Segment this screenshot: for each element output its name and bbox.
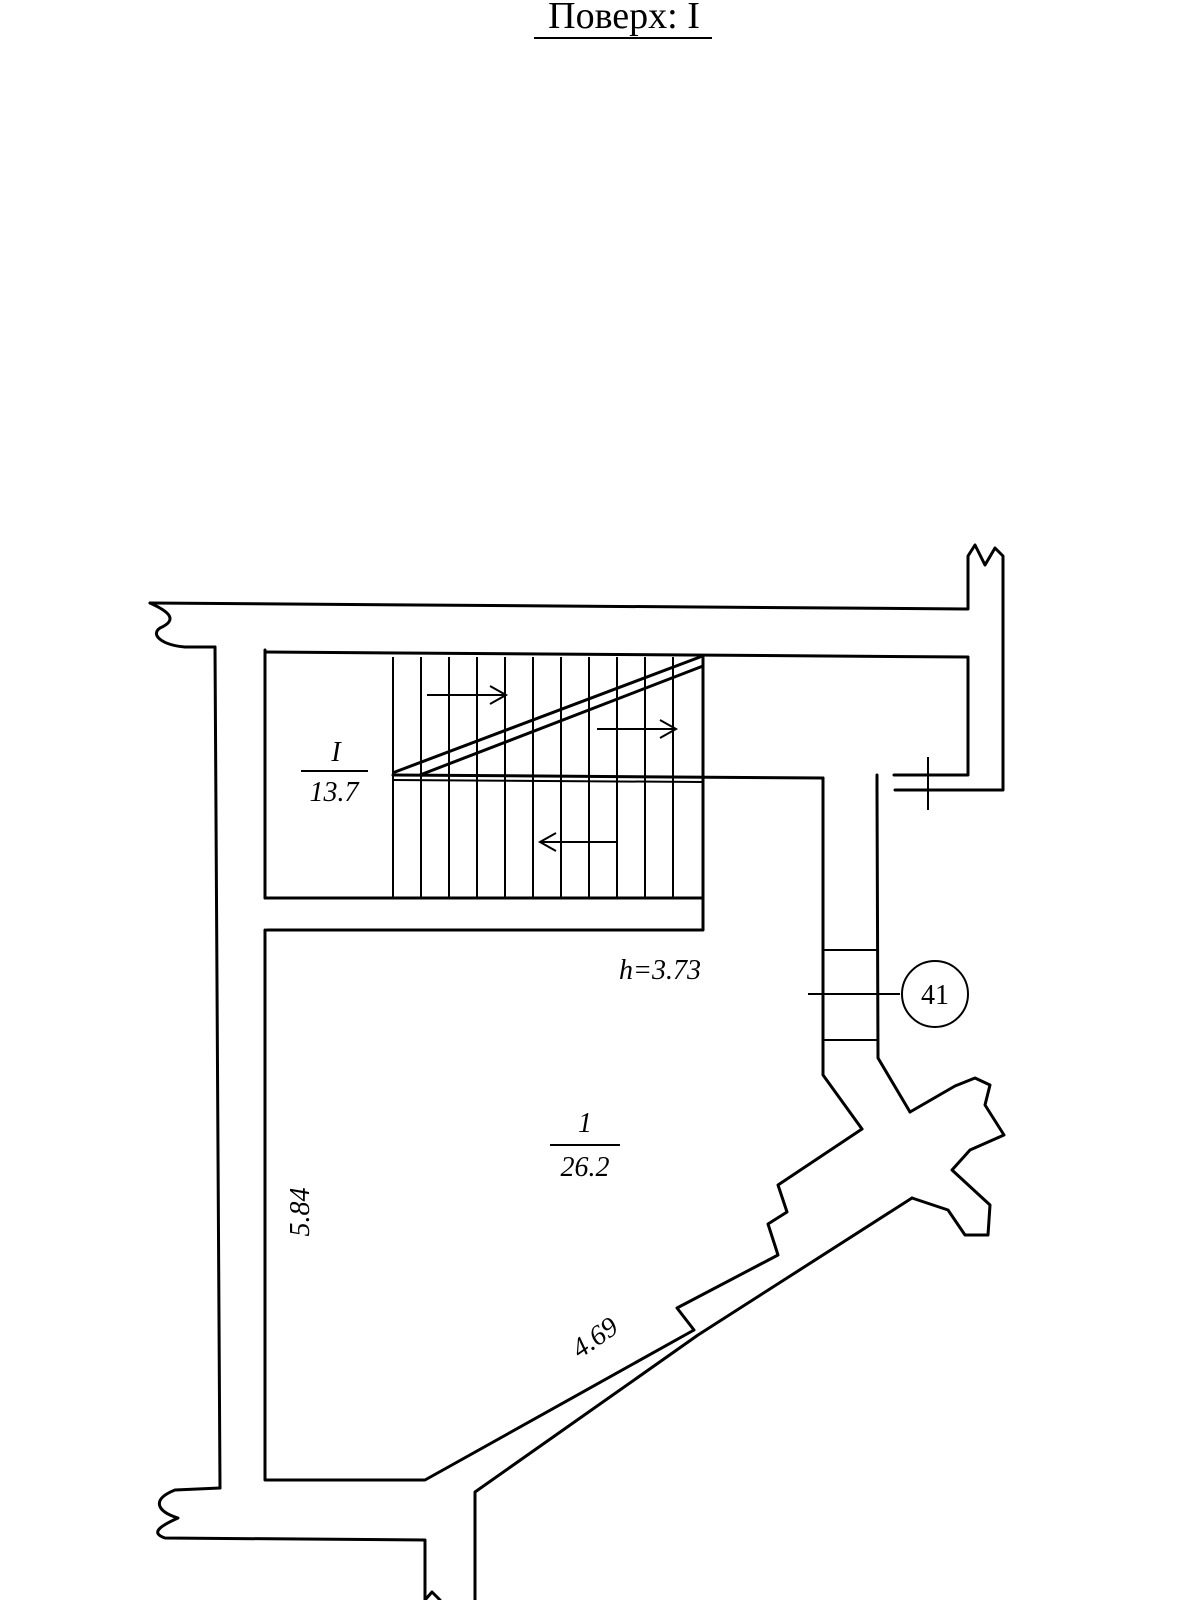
outer-wall-top bbox=[148, 543, 1005, 792]
corridor-left-wall bbox=[821, 776, 864, 1131]
bottom-wall bbox=[156, 1486, 427, 1600]
outer-wall-left-break-top bbox=[148, 601, 217, 649]
wall-break-right bbox=[908, 1076, 1006, 1237]
room-main-area: 26.2 bbox=[561, 1152, 610, 1183]
stair-landing-line bbox=[391, 773, 825, 780]
diagonal-wall-outer bbox=[473, 1196, 914, 1600]
marker-circle bbox=[901, 960, 969, 1028]
diagonal-wall-inner bbox=[263, 928, 864, 1482]
diagonal-dimension-label: 4.69 bbox=[566, 1311, 624, 1364]
marker-number: 41 bbox=[921, 980, 949, 1011]
stair-handrail bbox=[393, 655, 705, 777]
room-label-main: 1 26.2 bbox=[550, 1108, 620, 1183]
stair-arrows bbox=[427, 685, 679, 852]
corridor-right-wall bbox=[875, 773, 912, 1114]
room-label-stair: I 13.7 bbox=[301, 737, 368, 808]
room-stair-area: 13.7 bbox=[310, 777, 360, 808]
left-wall-outer bbox=[213, 645, 222, 1490]
bottom-break bbox=[423, 1590, 442, 1600]
left-dimension-label: 5.84 bbox=[285, 1188, 316, 1237]
ceiling-height-label: h=3.73 bbox=[619, 955, 701, 986]
room1-top-wall bbox=[265, 896, 705, 932]
page-title: Поверх: I bbox=[548, 0, 700, 37]
stair-landing-line-2 bbox=[392, 779, 704, 783]
room-main-number: 1 bbox=[578, 1108, 592, 1139]
room-stair-number: I bbox=[330, 737, 342, 768]
